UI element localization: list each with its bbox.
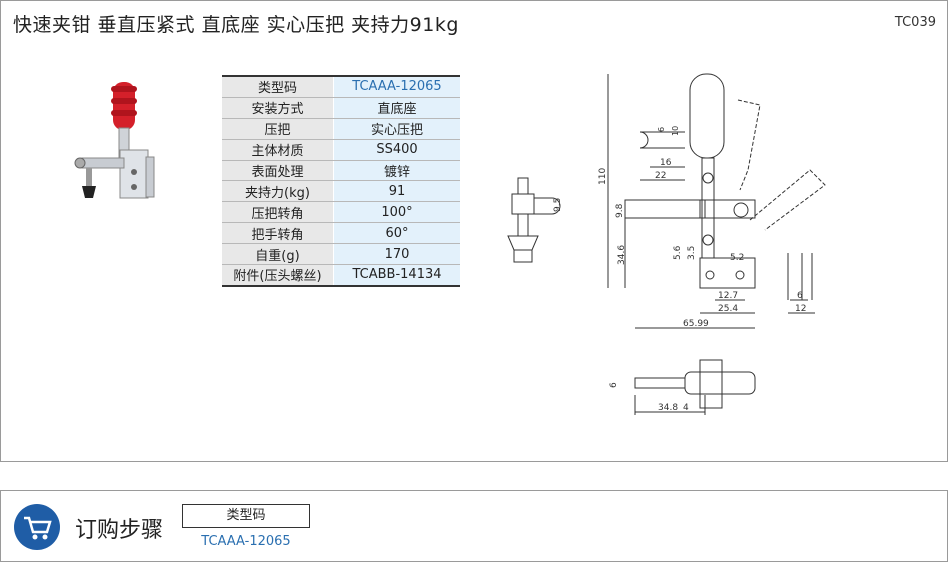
spec-value: 直底座 [333,96,460,119]
spec-value: TCABB-14134 [333,264,460,287]
order-panel [0,490,948,562]
dim-3-5: 3.5 [687,246,697,260]
spec-value[interactable]: TCAAA-12065 [333,74,460,98]
spec-value: 60° [333,222,460,245]
dim-22: 22 [655,171,666,181]
dim-6-a: 6 [657,127,666,132]
dim-34-8: 34.8 [658,403,678,413]
dim-9-5: 9.5 [553,198,563,212]
dim-12: 12 [795,304,806,314]
spec-value: 实心压把 [333,117,460,140]
dim-16: 16 [660,158,672,168]
spec-value: 镀锌 [333,159,460,182]
dim-10: 10 [671,126,680,136]
spec-key: 安装方式 [222,96,334,119]
type-code-label: 类型码 [182,504,310,528]
dim-6-c: 6 [609,382,619,388]
spec-row: 附件(压头螺丝)TCABB-14134 [222,264,460,287]
spec-key: 主体材质 [222,138,334,161]
spec-key: 自重(g) [222,243,334,266]
dim-34-6: 34.6 [617,245,627,265]
clamp-top-view [634,359,756,415]
spec-row: 自重(g)170 [222,243,460,266]
spec-row: 夹持力(kg)91 [222,180,460,203]
dim-4: 4 [683,403,689,413]
clamp-front-view [624,73,826,289]
dim-9-8: 9.8 [615,203,625,218]
spec-key: 把手转角 [222,222,334,245]
dim-25-4: 25.4 [718,304,738,314]
spec-key: 压把转角 [222,201,334,224]
spec-value: 100° [333,201,460,224]
spec-key: 表面处理 [222,159,334,182]
spec-value: SS400 [333,138,460,161]
dim-12-7: 12.7 [718,291,738,301]
spec-key: 附件(压头螺丝) [222,264,334,287]
order-steps-title: 订购步骤 [75,518,164,543]
dim-6-b: 6 [797,291,803,301]
dim-5-6: 5.6 [673,245,683,260]
product-photo [74,82,155,199]
page-title: 快速夹钳 垂直压紧式 直底座 实心压把 夹持力91kg [13,14,459,36]
clamp-spindle-detail [507,177,561,263]
type-code-value[interactable]: TCAAA-12065 [201,534,291,549]
cart-icon [14,504,60,550]
spec-row: 安装方式直底座 [222,96,460,119]
product-panel [0,0,948,462]
dim-110: 110 [598,168,608,185]
spec-key: 压把 [222,117,334,140]
spec-row: 压把实心压把 [222,117,460,140]
dim-5-2: 5.2 [730,253,744,263]
spec-key: 类型码 [222,74,334,98]
spec-key: 夹持力(kg) [222,180,334,203]
technical-drawing: 9.5 110 9.8 34.6 5.6 3.5 5.2 12.7 25.4 6… [507,73,826,415]
dim-65-99: 65.99 [683,319,709,329]
product-code: TC039 [894,15,936,30]
spec-value: 91 [333,180,460,203]
spec-value: 170 [333,243,460,266]
spec-row: 表面处理镀锌 [222,159,460,182]
